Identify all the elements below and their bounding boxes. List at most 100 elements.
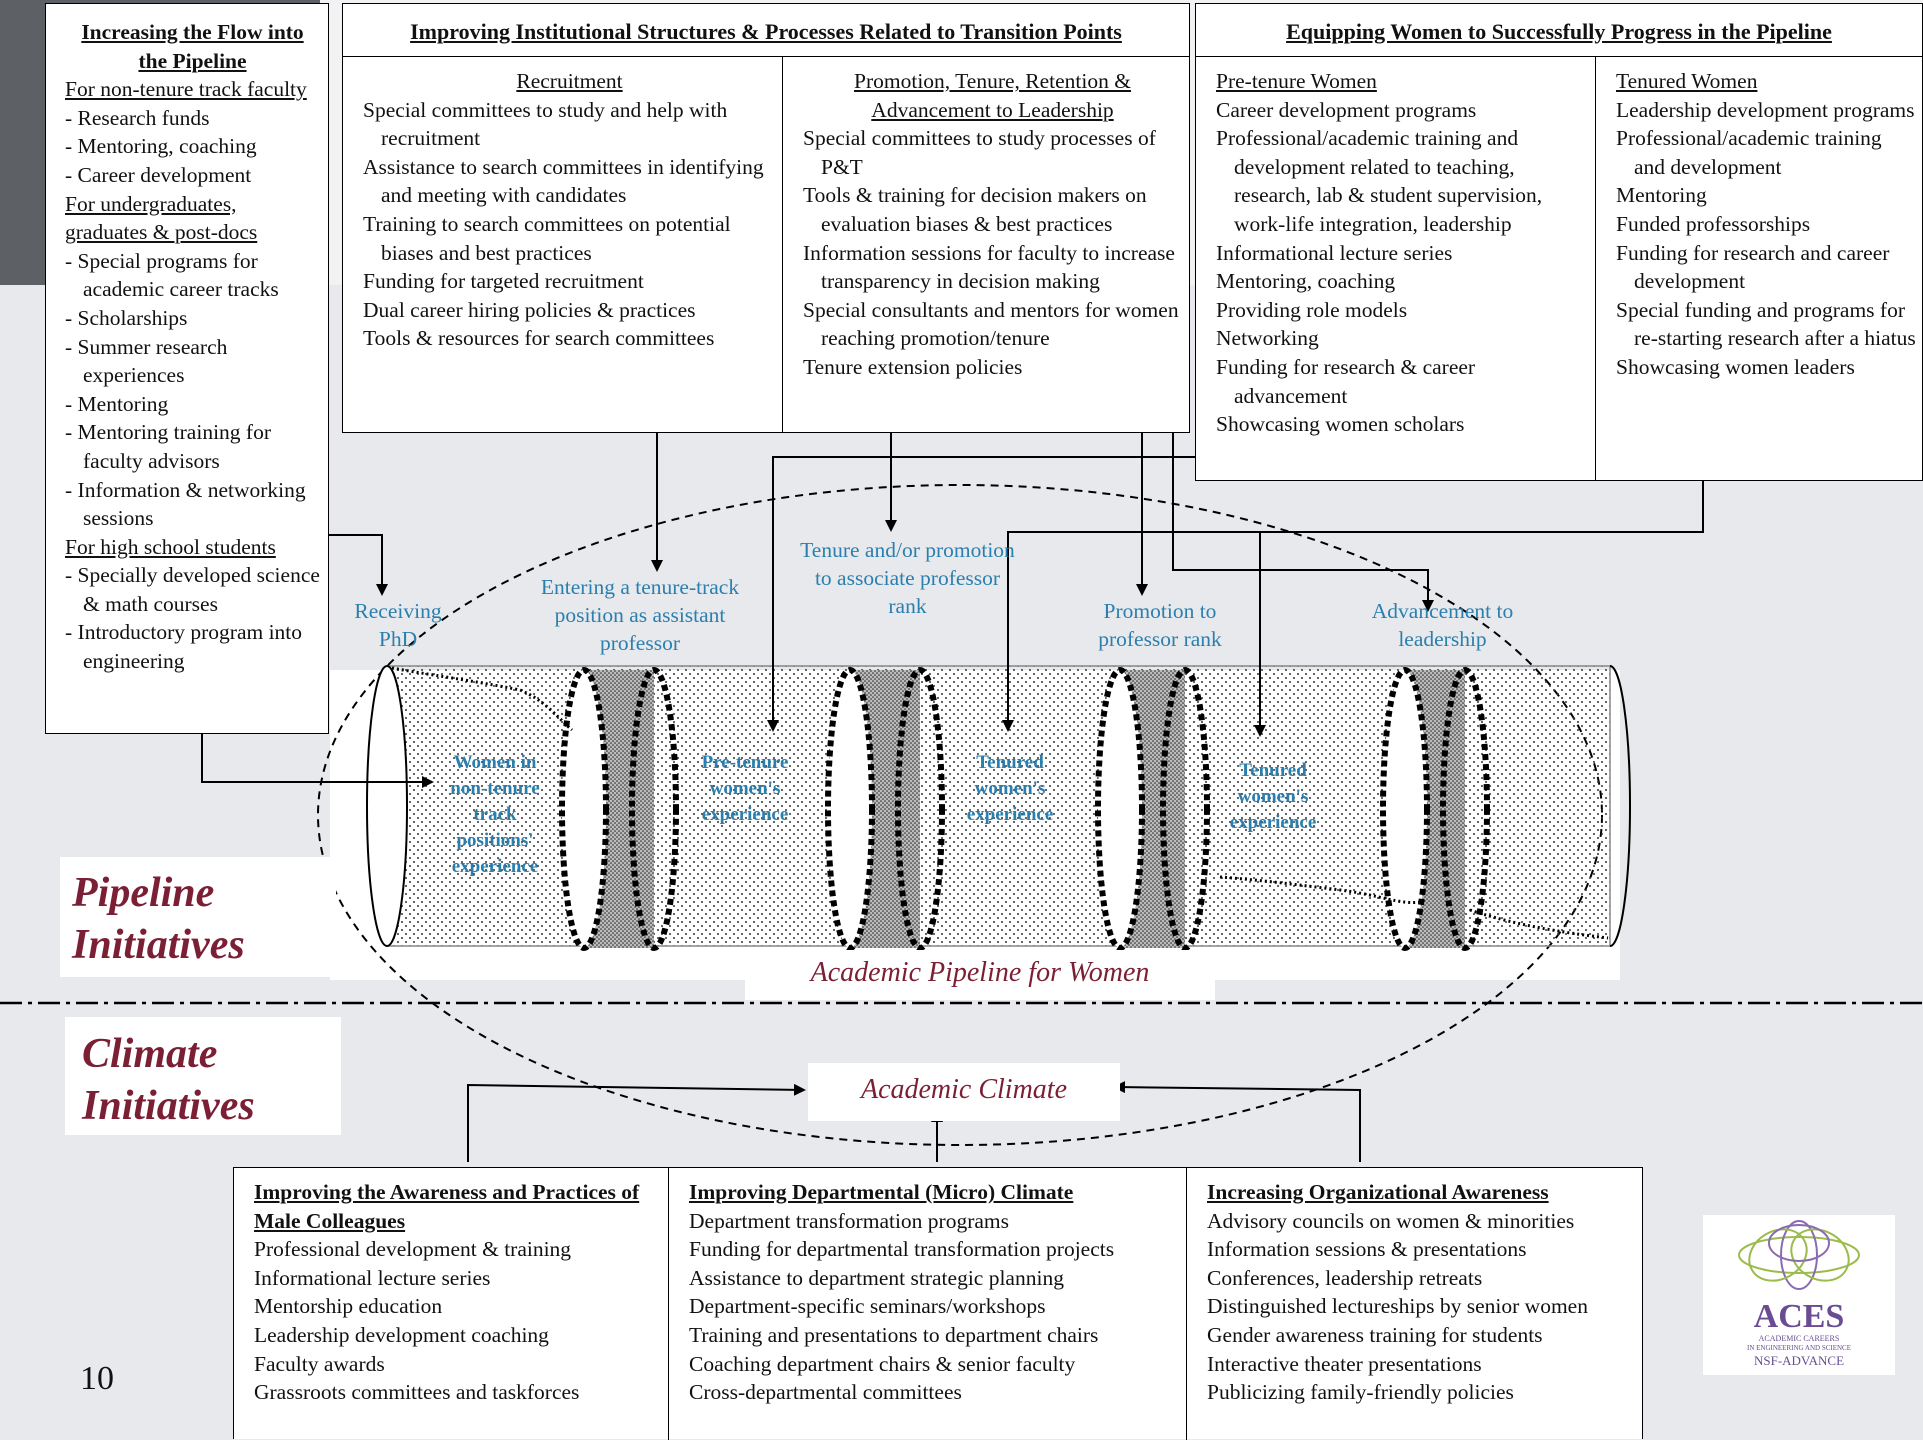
label-tenure-track: Entering a tenure-track position as assi…	[540, 575, 740, 655]
arrow-pretenure	[767, 456, 1196, 732]
list-item: - Career development	[65, 162, 252, 187]
promotion-heading: Promotion, Tenure, Retention & Advanceme…	[854, 69, 1131, 122]
label-professor-rank: Promotion to professor rank	[1098, 599, 1222, 651]
pretenure-column: Pre-tenure Women Career development prog…	[1196, 57, 1596, 480]
flow-items-2: - Special programs for academic career t…	[65, 247, 320, 533]
list-item: Tools & training for decision makers on …	[803, 183, 1147, 236]
departmental-items: Department transformation programs Fundi…	[689, 1207, 1180, 1407]
equipping-box: Equipping Women to Successfully Progress…	[1195, 3, 1923, 481]
arrow-pt-to-leadership	[1172, 430, 1434, 612]
arrow-flow-to-pipeline	[201, 733, 434, 788]
list-item: - Special programs for academic career t…	[65, 248, 279, 302]
list-item: Mentoring, coaching	[1216, 269, 1396, 294]
academic-climate-bg	[808, 1063, 1120, 1121]
list-item: Career development programs	[1216, 97, 1477, 122]
flow-items-1: - Research funds - Mentoring, coaching -…	[65, 104, 320, 190]
list-item: Mentorship education	[254, 1294, 443, 1319]
list-item: Funding for targeted recruitment	[363, 269, 644, 294]
pretenure-items: Career development programs Professional…	[1216, 96, 1589, 439]
institutional-title: Improving Institutional Structures & Pro…	[343, 4, 1189, 57]
flow-line-2	[1219, 875, 1421, 905]
list-item: Special consultants and mentors for wome…	[803, 297, 1179, 351]
flow-items-3: - Specially developed science & math cou…	[65, 561, 320, 675]
list-item: Department transformation programs	[689, 1208, 1010, 1233]
list-item: - Mentoring, coaching	[65, 134, 257, 159]
list-item: Grassroots committees and taskforces	[254, 1380, 580, 1405]
pipeline-initiatives-label: Pipeline Initiatives	[72, 870, 245, 968]
ring-2	[825, 667, 945, 951]
arrow-flow-to-phd	[328, 534, 388, 596]
ring-3	[1095, 667, 1210, 951]
list-item: Distinguished lectureships by senior wom…	[1207, 1294, 1588, 1319]
flow-line-3	[1469, 908, 1609, 940]
list-item: Department-specific seminars/workshops	[689, 1294, 1046, 1319]
aces-rings-icon	[1738, 1220, 1860, 1290]
list-item: - Specially developed science & math cou…	[65, 563, 320, 616]
list-item: Training to search committees on potenti…	[363, 211, 731, 265]
list-item: Tools & resources for search committees	[363, 326, 715, 351]
list-item: Showcasing women scholars	[1216, 412, 1465, 437]
arrow-tenured	[1002, 480, 1704, 732]
climate-boxes: Improving the Awareness and Practices of…	[233, 1167, 1643, 1440]
list-item: Professional/academic training and devel…	[1216, 126, 1543, 236]
aces-logo-line2: IN ENGINEERING AND SCIENCE	[1746, 1344, 1852, 1352]
list-item: Advisory councils on women & minorities	[1207, 1208, 1575, 1233]
organizational-heading: Increasing Organizational Awareness	[1207, 1180, 1549, 1204]
list-item: - Mentoring	[65, 391, 169, 416]
departmental-column: Improving Departmental (Micro) Climate D…	[669, 1168, 1187, 1440]
academic-climate-label: Academic Climate	[860, 1074, 1068, 1105]
page-number: 10	[80, 1360, 114, 1397]
list-item: Professional development & training	[254, 1237, 572, 1262]
list-item: Providing role models	[1216, 297, 1408, 322]
label-receiving-phd: Receiving PhD	[354, 599, 442, 651]
ring-4	[1380, 667, 1490, 951]
promotion-column: Promotion, Tenure, Retention & Advanceme…	[783, 57, 1188, 382]
label-tenure-promotion: Tenure and/or promotion to associate pro…	[800, 538, 1015, 618]
list-item: Conferences, leadership retreats	[1207, 1265, 1483, 1290]
list-item: Publicizing family-friendly policies	[1207, 1380, 1514, 1405]
organizational-column: Increasing Organizational Awareness Advi…	[1187, 1168, 1642, 1407]
equipping-title: Equipping Women to Successfully Progress…	[1196, 4, 1922, 57]
list-item: - Scholarships	[65, 305, 188, 330]
list-item: - Introductory program into engineering	[65, 620, 303, 674]
organizational-items: Advisory councils on women & minorities …	[1207, 1207, 1636, 1407]
list-item: Training and presentations to department…	[689, 1322, 1099, 1347]
list-item: - Research funds	[65, 105, 210, 130]
label-leadership: Advancement to leadership	[1371, 599, 1514, 651]
flow-box-title: Increasing the Flow into the Pipeline	[81, 20, 304, 73]
climate-initiatives-label: Climate Initiatives	[82, 1031, 255, 1129]
aces-logo-line1: ACADEMIC CAREERS	[1758, 1334, 1840, 1343]
label-tenured-experience-2: Tenured women's experience	[1229, 760, 1317, 833]
aces-logo-line3: NSF-ADVANCE	[1753, 1353, 1845, 1368]
pipeline-initiatives-bg	[60, 857, 336, 977]
label-tenured-experience-1: Tenured women's experience	[966, 752, 1054, 825]
list-item: - Summer research experiences	[65, 334, 228, 388]
departmental-heading: Improving Departmental (Micro) Climate	[689, 1180, 1074, 1204]
list-item: Funding for research and career developm…	[1616, 240, 1890, 294]
list-item: Information sessions for faculty to incr…	[803, 240, 1175, 294]
list-item: Networking	[1216, 326, 1319, 351]
list-item: - Mentoring training for faculty advisor…	[65, 420, 271, 473]
arrow-male-to-climate	[467, 1083, 806, 1162]
arrow-org-to-climate	[1113, 1081, 1361, 1162]
list-item: Funded professorships	[1616, 211, 1811, 236]
list-item: Special committees to study and help wit…	[363, 97, 728, 151]
list-item: Funding for departmental transformation …	[689, 1237, 1115, 1262]
recruitment-items: Special committees to study and help wit…	[363, 96, 776, 353]
list-item: Special committees to study processes of…	[803, 126, 1156, 179]
list-item: Faculty awards	[254, 1351, 385, 1376]
list-item: Special funding and programs for re-star…	[1616, 297, 1916, 351]
aces-logo-name: ACES	[1753, 1298, 1845, 1335]
list-item: Cross-departmental committees	[689, 1380, 962, 1405]
list-item: Informational lecture series	[1216, 240, 1453, 265]
promotion-items: Special committees to study processes of…	[803, 124, 1182, 381]
list-item: Information sessions & presentations	[1207, 1237, 1527, 1262]
list-item: Leadership development programs	[1616, 97, 1915, 122]
institutional-box: Improving Institutional Structures & Pro…	[342, 3, 1190, 433]
list-item: Showcasing women leaders	[1616, 354, 1855, 379]
tenured-items: Leadership development programs Professi…	[1616, 96, 1916, 382]
list-item: Mentoring	[1616, 183, 1707, 208]
tenured-heading: Tenured Women	[1616, 69, 1758, 93]
list-item: Professional/academic training and devel…	[1616, 126, 1882, 179]
